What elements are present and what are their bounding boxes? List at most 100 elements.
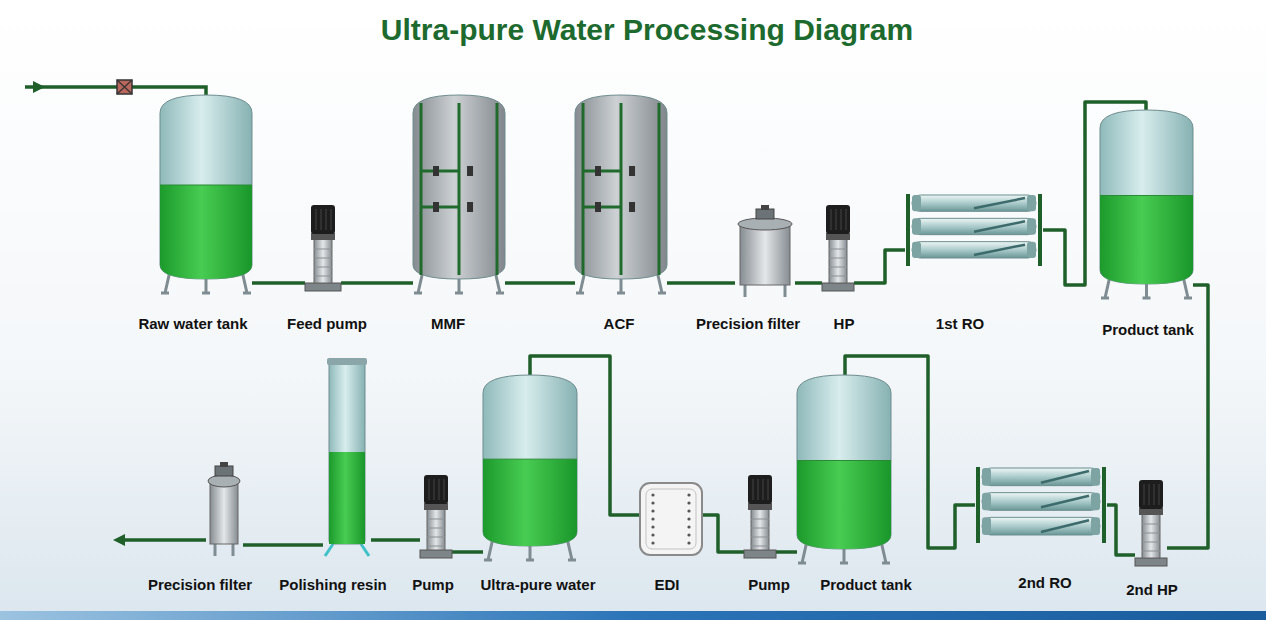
edi-housing <box>640 483 702 555</box>
edi-bolt <box>651 541 654 544</box>
equipment-node: EDI <box>639 483 703 595</box>
tank-water <box>483 459 577 546</box>
pipe-stub <box>1193 283 1195 287</box>
pipe-stub <box>974 503 975 507</box>
tank-shell <box>575 95 667 279</box>
pump-body <box>314 239 332 283</box>
edi-illustration <box>640 483 702 555</box>
motor-rib <box>763 479 764 500</box>
ro-membrane <box>912 218 1036 234</box>
ro-membrane <box>982 517 1100 535</box>
equipment-label: 2nd RO <box>1018 574 1071 592</box>
pump-collar <box>748 503 772 510</box>
edi-bolt <box>687 541 690 544</box>
ro-manifold <box>1102 467 1106 543</box>
pipe-stub <box>505 281 506 285</box>
motor-rib <box>429 479 430 500</box>
motor-rib <box>836 209 837 230</box>
edi-bolt <box>687 533 690 536</box>
filter-knob <box>761 205 769 210</box>
pump-base <box>1135 558 1167 566</box>
equipment-node: 1st RO <box>904 190 1044 334</box>
equipment-node: Precision filter <box>146 462 254 595</box>
pump-body <box>751 509 769 550</box>
tank-shell <box>1100 110 1193 284</box>
water-pipe <box>506 281 574 285</box>
tank-shell <box>160 95 252 279</box>
vessel-pipe <box>620 103 623 275</box>
equipment-node: ACF <box>574 95 668 334</box>
water-pipe <box>455 550 479 554</box>
water-pipe <box>253 281 285 285</box>
equipment-label: Feed pump <box>287 315 367 333</box>
vessel-pipe <box>421 170 459 173</box>
tank-illustration <box>797 375 891 563</box>
equipment-label: ACF <box>604 315 635 333</box>
equipment-node: Pump <box>411 475 455 595</box>
water-pipe <box>254 543 278 547</box>
equipment-node: Ultra-pure water <box>479 375 597 595</box>
equipment-node: Precision filter <box>694 205 802 334</box>
pipe-stub <box>243 543 254 547</box>
pump-collar <box>1139 508 1163 515</box>
pump-stage <box>1142 524 1160 525</box>
pipe-stub <box>1043 228 1044 232</box>
filter-lid <box>738 218 792 230</box>
vessel-pipe <box>421 206 459 209</box>
pump-motor <box>424 475 448 504</box>
pipe-stub <box>796 550 797 554</box>
equipment-label: Ultra-pure water <box>480 576 595 594</box>
water-line <box>160 185 252 186</box>
edi-bolt <box>687 493 690 496</box>
motor-rib <box>326 209 327 230</box>
ro-cap <box>1027 195 1036 211</box>
equipment-label: HP <box>834 315 855 333</box>
edi-bolt <box>687 525 690 528</box>
water-pipe <box>369 281 412 285</box>
pump-stage <box>427 546 445 547</box>
equipment-label: Raw water tank <box>138 315 247 333</box>
pump-stage <box>751 537 769 538</box>
ro-membrane <box>912 195 1036 211</box>
pump-base <box>744 550 776 558</box>
pump-stage <box>314 249 332 250</box>
filter-knob <box>220 462 228 467</box>
vessel-valve <box>595 202 601 212</box>
pump-illustration <box>744 475 776 558</box>
ro-manifold <box>1038 194 1042 266</box>
pump-base <box>420 550 452 558</box>
column-illustration <box>325 358 369 556</box>
equipment-node: MMF <box>412 95 506 334</box>
edi-bolt <box>687 501 690 504</box>
pump-collar <box>826 233 850 240</box>
edi-bolt <box>651 525 654 528</box>
vessel-pipe <box>582 103 585 275</box>
pipe-stub <box>412 281 413 285</box>
column-foot <box>325 544 369 556</box>
tank-shell <box>483 375 577 546</box>
ro-membrane <box>912 242 1036 258</box>
column-cap <box>327 358 367 365</box>
equipment-node: Product tank <box>1099 110 1195 340</box>
vessel-pipe <box>458 103 461 275</box>
tank-water <box>797 461 891 550</box>
tank-illustration <box>1100 110 1193 298</box>
edi-bolt <box>651 533 654 536</box>
pipe-stub <box>574 281 575 285</box>
motor-rib <box>434 479 435 500</box>
vessel-valve <box>595 166 601 176</box>
equipment-node: 2nd RO <box>974 463 1108 593</box>
ro-illustration <box>908 194 1040 266</box>
ro-cap <box>912 195 921 211</box>
inlet-arrowhead <box>33 81 45 93</box>
pump-stage <box>829 258 847 259</box>
pump-collar <box>311 233 335 240</box>
pipe-stub <box>285 281 305 285</box>
equipment-node: HP <box>821 205 856 334</box>
water-line <box>483 459 577 460</box>
pipe-stub <box>795 281 802 285</box>
pipe-stub <box>278 543 323 547</box>
pipe-stub <box>1125 553 1135 557</box>
motor-rib <box>768 479 769 500</box>
